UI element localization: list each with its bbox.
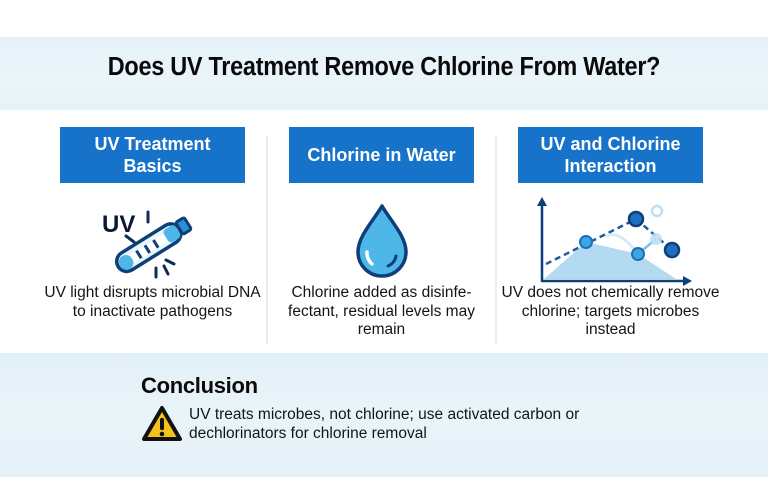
column-uv-chlorine-interaction: UV and Chlorine Interaction UV does not …: [496, 125, 725, 350]
column-header: UV Treatment Basics: [60, 127, 245, 183]
column-divider: [266, 136, 268, 344]
interaction-graph-icon: [496, 197, 725, 286]
conclusion-text: UV treats microbes, not chlorine; use ac…: [189, 406, 580, 442]
column-header: Chlorine in Water: [289, 127, 474, 183]
warning-icon: [141, 405, 183, 443]
page-title: Does UV Treatment Remove Chlorine From W…: [107, 53, 661, 81]
column-description: Chlorine added as disinfe-fectant, resid…: [288, 284, 475, 338]
column-description: UV light disrupts microbial DNA to inact…: [44, 284, 261, 320]
uv-lamp-label: UV: [102, 211, 135, 238]
column-description: UV does not chemically remove chlorine; …: [501, 284, 720, 338]
column-divider: [495, 136, 497, 344]
column-chlorine-in-water: Chlorine in Water Chlorine added as disi…: [267, 125, 496, 350]
title-band: [0, 37, 768, 110]
uv-lamp-icon: UV: [38, 197, 267, 283]
water-drop-icon: [267, 197, 496, 283]
conclusion-panel: [0, 353, 768, 477]
conclusion-title: Conclusion: [141, 373, 258, 398]
column-uv-treatment-basics: UV Treatment Basics UV UV light disrupts: [38, 125, 267, 350]
column-header: UV and Chlorine Interaction: [518, 127, 703, 183]
